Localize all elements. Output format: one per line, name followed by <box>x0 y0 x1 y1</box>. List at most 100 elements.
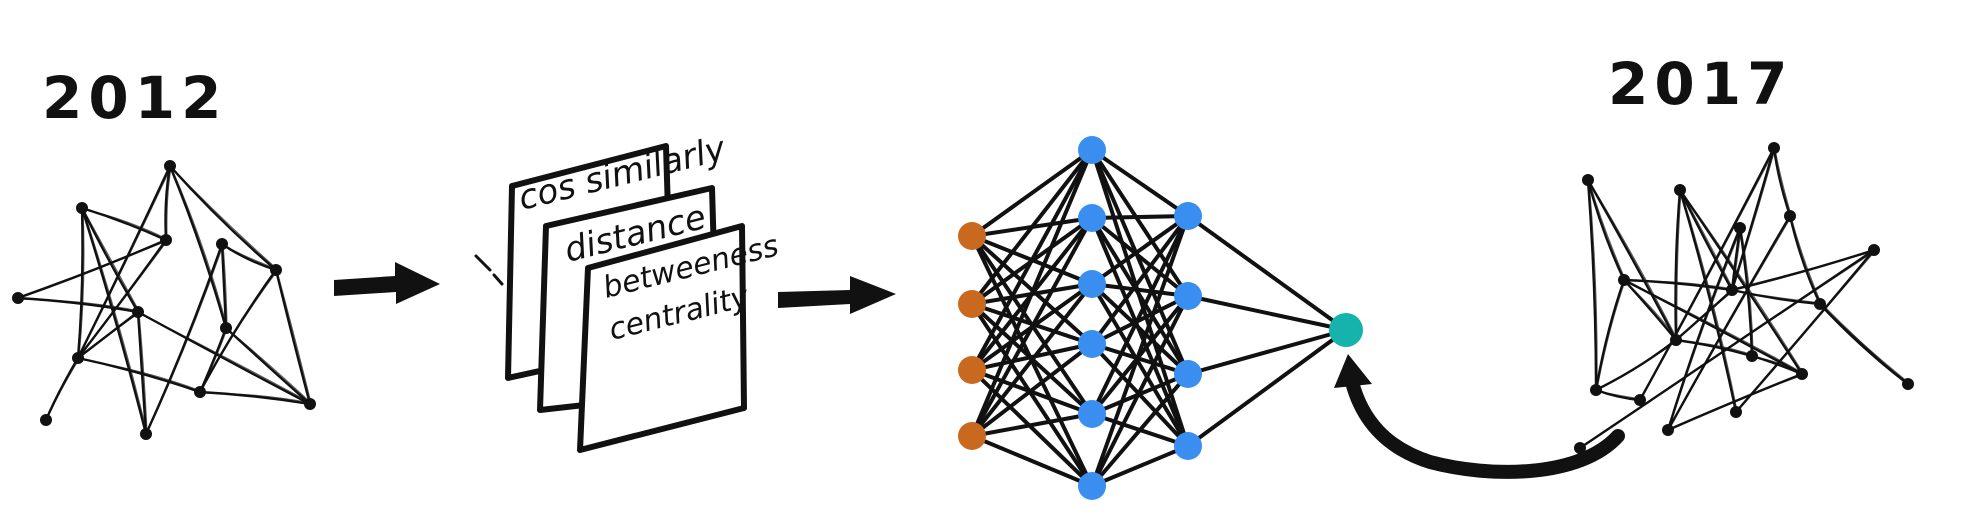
graph-2017-edge-sketch <box>1588 180 1598 390</box>
graph-2017-edge-sketch <box>1774 148 1792 216</box>
graph-2017-node <box>1634 394 1646 406</box>
graph-2017-edge <box>1678 188 1738 414</box>
nn-connection <box>1090 148 1190 298</box>
graph-2017-edge-sketch <box>1624 280 1734 290</box>
graph-2012-edge-sketch <box>166 166 172 240</box>
graph-2012-node <box>270 264 282 276</box>
graph-2017-node <box>1726 284 1738 296</box>
graph-2012-edge-sketch <box>82 208 140 312</box>
graph-2012-edge-sketch <box>82 208 148 434</box>
graph-2017-edge-sketch <box>1588 180 1626 280</box>
graph-2017-edge-sketch <box>1820 302 1910 386</box>
graph-2017-edge <box>1666 226 1742 432</box>
graph-2017-edge-sketch <box>1790 216 1822 304</box>
graph-2017-edge-sketch <box>1596 280 1626 390</box>
graph-2017-node <box>1868 244 1880 256</box>
graph-2012 <box>12 160 316 440</box>
nn-connection <box>1090 282 1190 376</box>
graph-2012-edge-sketch <box>18 298 140 312</box>
graph-2017-node <box>1746 350 1758 362</box>
graph-2017-edge <box>1674 188 1682 342</box>
nn-connection <box>1090 342 1190 376</box>
nn-input-node <box>958 222 986 250</box>
nn-input-node <box>958 356 986 384</box>
nn-hidden2-node <box>1174 432 1202 460</box>
graph-2012-edge <box>80 206 140 314</box>
graph-2017-edge <box>1586 178 1678 342</box>
graph-2017-edge-sketch <box>1588 180 1678 340</box>
graph-2012-edge-sketch <box>222 244 228 328</box>
graph-2012-edge-sketch <box>18 240 168 298</box>
nn-connection <box>1090 294 1190 346</box>
graph-2012-edge-sketch <box>170 166 278 270</box>
graph-2017-node <box>1814 298 1826 310</box>
graph-2012-node <box>132 306 144 318</box>
graph-2017-edge-sketch <box>1596 340 1678 390</box>
nn-hidden2-node <box>1174 202 1202 230</box>
nn-connection <box>1090 294 1190 488</box>
nn-connection <box>970 148 1094 438</box>
nn-connection <box>970 216 1094 438</box>
graph-2017 <box>1574 142 1914 454</box>
graph-2012-node <box>194 386 206 398</box>
graph-2012-edge-sketch <box>200 270 278 392</box>
graph-2012-edge-sketch <box>78 240 168 358</box>
nn-hidden1-node <box>1078 270 1106 298</box>
graph-2017-edge <box>1586 178 1626 282</box>
graph-2012-node <box>304 398 316 410</box>
arrow-right-icon <box>778 276 896 314</box>
graph-2012-edge <box>136 310 148 436</box>
graph-2012-edge-sketch <box>46 358 80 420</box>
neural-network-nodes <box>958 136 1363 500</box>
nn-connection <box>970 434 1094 488</box>
graph-2012-edge-sketch <box>78 312 140 358</box>
nn-connection <box>1090 282 1190 448</box>
nn-connection <box>1090 214 1190 346</box>
graph-2017-edge <box>1586 178 1598 392</box>
graph-2017-edge-sketch <box>1668 216 1792 430</box>
graph-2017-node <box>1590 384 1602 396</box>
nn-hidden2-node <box>1174 282 1202 310</box>
graph-2017-node <box>1662 424 1674 436</box>
neural-network <box>958 136 1363 500</box>
graph-2012-edge-sketch <box>276 270 312 404</box>
nn-input-node <box>958 290 986 318</box>
curved-arrow-icon <box>1334 354 1625 479</box>
nn-connection <box>1186 294 1348 332</box>
graph-2017-edge-sketch <box>1732 290 1822 304</box>
graph-2017-edge-sketch <box>1624 280 1678 340</box>
graph-2012-edge <box>274 268 312 406</box>
feature-cards: cos similarly distance betweeness centra… <box>474 129 782 453</box>
nn-hidden2-node <box>1174 360 1202 388</box>
nn-connection <box>1090 148 1190 376</box>
nn-connection <box>1186 328 1348 448</box>
graph-2012-node <box>72 352 84 364</box>
arrow-right-icon <box>334 262 440 304</box>
graph-2012-edge-sketch <box>78 358 202 392</box>
graph-2017-edge <box>1788 214 1822 306</box>
graph-2017-node <box>1582 174 1594 186</box>
graph-2012-edge-sketch <box>138 312 312 404</box>
nn-connection <box>1090 214 1190 286</box>
graph-2012-edge <box>144 242 224 436</box>
graph-2017-edge-sketch <box>1624 280 1804 374</box>
graph-2012-edge <box>80 206 148 436</box>
nn-connection <box>1090 372 1190 488</box>
graph-2012-edge-sketch <box>226 328 312 404</box>
nn-connection <box>1090 214 1190 488</box>
nn-connection <box>1090 214 1190 416</box>
graph-2012-edge <box>198 326 228 394</box>
graph-2017-node <box>1768 142 1780 154</box>
graph-2017-node <box>1730 406 1742 418</box>
feature-card-betweenness-centrality: betweeness centrality <box>577 223 782 453</box>
year-2012-label: 2012 <box>42 64 227 132</box>
graph-2012-edge-sketch <box>78 166 172 358</box>
nn-connection <box>970 148 1094 372</box>
graph-2012-edge-sketch <box>82 208 168 240</box>
nn-hidden1-node <box>1078 204 1106 232</box>
nn-connection <box>970 412 1094 438</box>
graph-2017-node <box>1902 378 1914 390</box>
graph-2017-node <box>1674 184 1686 196</box>
graph-2012-node <box>220 322 232 334</box>
graph-2012-edge-sketch <box>78 208 85 358</box>
